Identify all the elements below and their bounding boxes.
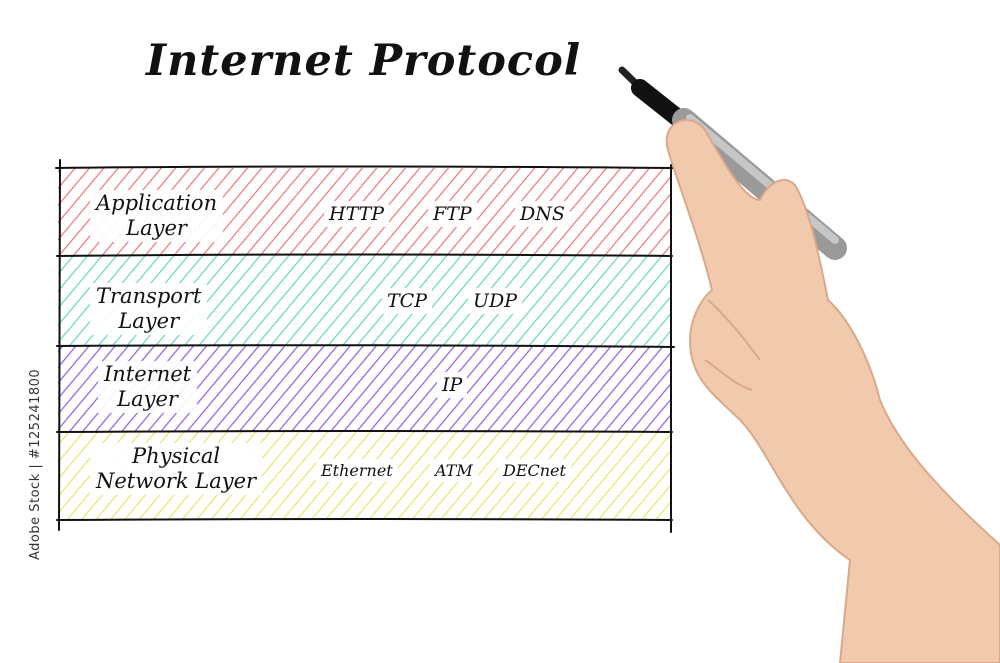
hand-holding-marker-icon — [618, 66, 1000, 663]
layer-label-transport: Transport Layer — [90, 283, 208, 335]
protocol-atm: ATM — [430, 459, 478, 482]
layer-name-line1: Internet — [104, 362, 192, 386]
protocol-decnet: DECnet — [498, 459, 571, 482]
protocol-ftp: FTP — [428, 201, 477, 227]
layer-label-physical: Physical Network Layer — [90, 443, 263, 495]
layer-name-line1: Transport — [96, 284, 202, 308]
layer-label-application: Application Layer — [90, 190, 224, 242]
protocol-udp: UDP — [468, 288, 523, 314]
protocol-ethernet: Ethernet — [316, 459, 398, 482]
layer-name-line1: Application — [96, 191, 218, 215]
table-outline — [55, 159, 675, 533]
layer-name-line2: Network Layer — [96, 469, 257, 493]
protocol-dns: DNS — [515, 201, 570, 227]
layer-label-internet: Internet Layer — [98, 361, 198, 413]
stock-watermark: Adobe Stock | #125241800 — [28, 368, 43, 560]
layer-name-line2: Layer — [126, 216, 187, 240]
layer-name-line2: Layer — [118, 309, 180, 333]
page-title: Internet Protocol — [146, 36, 582, 86]
layer-name-line1: Physical — [132, 444, 221, 468]
layer-name-line2: Layer — [117, 387, 178, 411]
protocol-http: HTTP — [324, 201, 390, 227]
protocol-ip: IP — [437, 372, 468, 398]
protocol-tcp: TCP — [382, 288, 432, 314]
